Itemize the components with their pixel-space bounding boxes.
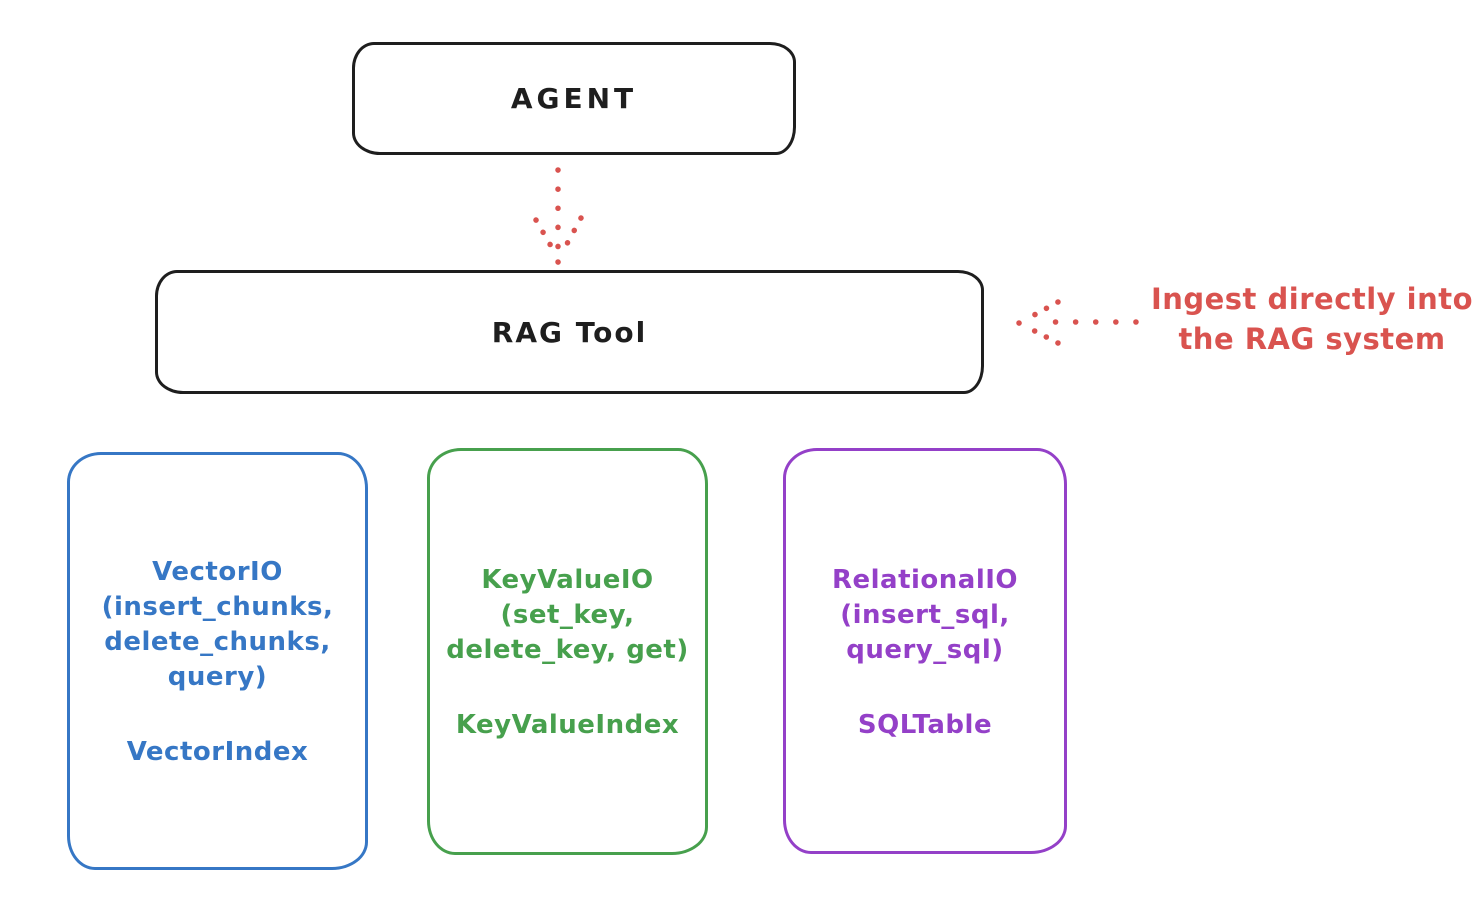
sql-table-label: SQLTable	[857, 709, 993, 740]
vector-index-label: VectorIndex	[126, 737, 309, 767]
agent-to-ragtool-arrow	[533, 167, 584, 266]
relational-io-title: RelationalIO	[831, 564, 1019, 595]
ingest-annotation: Ingest directly into the RAG system	[1140, 279, 1484, 359]
vector-io-title: VectorIO	[152, 557, 283, 587]
vector-io-fn-line: delete_chunks,	[104, 627, 331, 657]
relational-io-fn-line: query_sql)	[846, 634, 1004, 665]
vector-io-fn-line: (insert_chunks,	[101, 592, 334, 622]
keyvalue-io-fn-line: delete_key, get)	[446, 635, 689, 665]
agent-node: AGENT	[352, 42, 796, 155]
vector-io-fn-line: query)	[167, 662, 268, 692]
relational-io-node: RelationalIO (insert_sql, query_sql) SQL…	[783, 448, 1067, 854]
rag-tool-label: RAG Tool	[491, 315, 648, 349]
vector-io-node: VectorIO (insert_chunks, delete_chunks, …	[67, 452, 368, 870]
rag-tool-node: RAG Tool	[155, 270, 984, 394]
ingest-annotation-line1: Ingest directly into	[1150, 282, 1474, 316]
ingest-annotation-line2: the RAG system	[1178, 322, 1446, 356]
keyvalue-io-node: KeyValueIO (set_key, delete_key, get) Ke…	[427, 448, 708, 855]
annotation-to-ragtool-arrow	[1016, 299, 1139, 346]
keyvalue-io-functions: KeyValueIO (set_key, delete_key, get)	[446, 563, 689, 668]
keyvalue-io-fn-line: (set_key,	[500, 600, 635, 630]
agent-label: AGENT	[510, 82, 638, 115]
relational-io-functions: RelationalIO (insert_sql, query_sql)	[832, 563, 1018, 668]
keyvalue-index-label: KeyValueIndex	[455, 710, 680, 740]
vector-io-functions: VectorIO (insert_chunks, delete_chunks, …	[102, 555, 334, 695]
keyvalue-io-title: KeyValueIO	[481, 565, 654, 595]
relational-io-fn-line: (insert_sql,	[840, 599, 1010, 630]
